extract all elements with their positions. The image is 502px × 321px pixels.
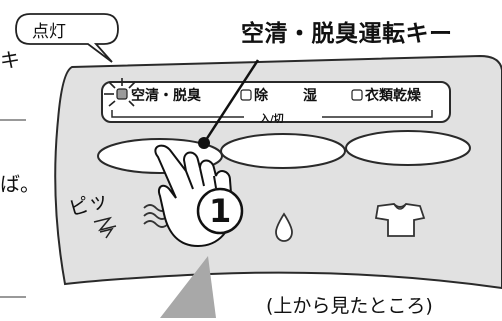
mode-label-air-clean: 空清・脱臭 [131, 88, 201, 104]
leader-dot [198, 137, 210, 149]
pointer-arrow [160, 256, 216, 318]
leader-line [202, 59, 260, 144]
stray-char-top: キ [0, 48, 20, 72]
mode-label-clothes-dry: 衣類乾燥 [365, 88, 421, 104]
mode-label-dehumidify-a: 除 [254, 88, 268, 104]
lit-indicator [104, 78, 136, 107]
stray-char-mid: ば。 [0, 172, 40, 196]
dehumidify-button[interactable] [220, 133, 346, 169]
clothes-dry-button[interactable] [345, 130, 471, 166]
shirt-collar-icon [393, 203, 407, 210]
callout-bubble [15, 13, 119, 63]
step-badge [196, 187, 244, 235]
water-drop-icon [275, 212, 293, 242]
mode-label-dehumidify-b: 湿 [303, 88, 317, 104]
view-caption: (上から見たところ) [266, 295, 433, 317]
mode-indicator-strip [101, 81, 451, 123]
toggle-bracket-right [322, 110, 433, 118]
sound-burst-icon [93, 216, 117, 239]
toggle-label: 入/切 [260, 114, 284, 125]
step-number: 1 [209, 192, 232, 230]
toggle-bracket [111, 110, 244, 118]
panel-title: 空清・脱臭運転キー [241, 21, 453, 47]
dehumidify-lamp [240, 89, 252, 101]
callout-text: 点灯 [32, 22, 66, 42]
clothes-dry-lamp [351, 89, 363, 101]
